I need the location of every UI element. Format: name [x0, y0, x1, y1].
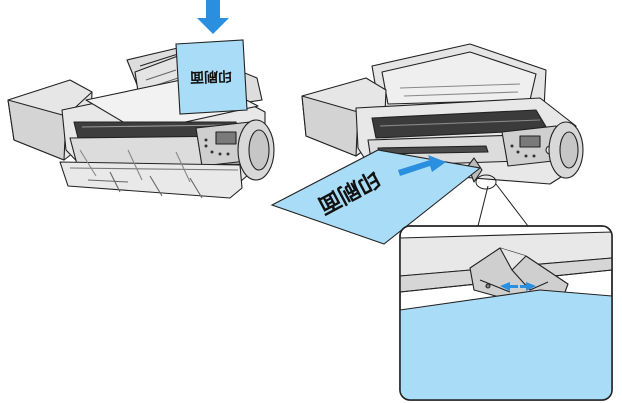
arrow-feed: [398, 155, 446, 176]
detail-zoom: [399, 225, 613, 401]
align-arrows: [500, 282, 536, 291]
sheet-label-top: 印刷面: [190, 67, 233, 85]
arrow-down: [197, 0, 229, 34]
callout-lines: [475, 174, 529, 227]
paper-sheet-top: 印刷面: [175, 39, 248, 115]
